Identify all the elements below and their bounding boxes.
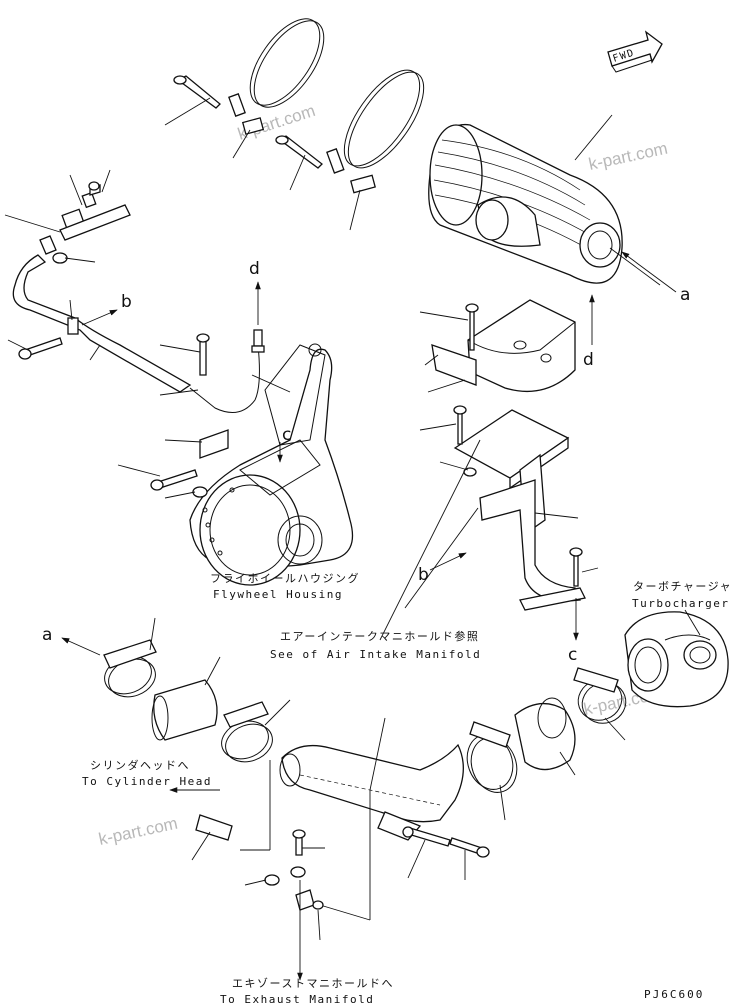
rubber-hose-2 — [514, 697, 576, 771]
flywheel-housing — [189, 343, 354, 586]
letter-b-left: b — [121, 292, 132, 312]
cylinder-label-en: To Cylinder Head — [82, 775, 212, 788]
vent-tube — [189, 344, 260, 413]
letter-b-right: b — [418, 565, 429, 585]
letter-c-left: c — [282, 425, 291, 445]
turbo-label-jp: ターボチャージャ — [633, 580, 732, 593]
sensor-bolt — [88, 181, 101, 196]
clamp-bolt-1 — [173, 75, 221, 109]
elbow-bolt-1 — [292, 829, 306, 856]
flywheel-label-en: Flywheel Housing — [213, 588, 343, 601]
letter-a-left: a — [42, 625, 52, 645]
elbow-bolt-2 — [402, 826, 451, 847]
intake-elbow — [279, 743, 464, 841]
fwd-arrow-icon: FWD — [607, 30, 663, 73]
elbow-fitting — [39, 235, 68, 264]
restriction-sensor — [59, 191, 131, 241]
tube-fitting-top — [251, 329, 265, 353]
cylinder-label-jp: シリンダヘッドへ — [90, 758, 190, 772]
air-cleaner — [428, 123, 623, 284]
pipe-clip — [67, 317, 79, 335]
bracket-bolt-1 — [465, 303, 479, 351]
intake-label-jp: エアーインテークマニホールド参照 — [280, 629, 479, 643]
hose-nipple-1 — [103, 639, 157, 669]
exhaust-label-jp: エキゾーストマニホールドへ — [232, 977, 394, 990]
hose-nipple-2 — [223, 701, 269, 728]
drawing-code: PJ6C600 — [644, 988, 704, 1001]
rubber-hose-1 — [151, 679, 218, 741]
letter-d-left: d — [249, 259, 260, 279]
band-clamp-lower — [326, 69, 425, 194]
letter-c-right: c — [568, 645, 577, 665]
housing-bolt — [196, 333, 210, 376]
elbow-bolt-3 — [449, 837, 490, 858]
elbow-nut — [312, 900, 324, 910]
intake-label-en: See of Air Intake Manifold — [270, 648, 481, 661]
turbo-label-en: Turbocharger — [632, 597, 729, 610]
watermark-4: k-part.com — [97, 814, 179, 849]
elbow-washer-1 — [290, 866, 306, 878]
bracket-bolt-3 — [569, 547, 583, 587]
letter-d-aircleaner: d — [583, 350, 594, 370]
hose-nipple-5 — [195, 814, 233, 841]
hose-nipple-3 — [469, 721, 511, 748]
elbow-clip — [295, 889, 315, 911]
vent-pipe — [12, 254, 192, 393]
tube-clip — [199, 429, 229, 459]
watermark-2: k-part.com — [587, 139, 669, 174]
cleaner-saddle-bracket — [431, 299, 576, 392]
clamp-bolt-2 — [275, 135, 323, 169]
elbow-washer-2 — [264, 874, 280, 886]
support-bracket — [479, 479, 586, 611]
turbocharger — [624, 611, 729, 708]
exhaust-label-en: To Exhaust Manifold — [220, 993, 374, 1006]
housing-bolt-2 — [150, 469, 198, 491]
hose-nipple-4 — [573, 667, 619, 693]
housing-washer — [192, 486, 208, 498]
flywheel-label-jp: フライホイールハウジング — [210, 571, 360, 585]
letter-a-aircleaner: a — [680, 285, 690, 305]
band-clamp-upper — [228, 18, 325, 135]
hose-clamp-2 — [221, 720, 273, 763]
bracket-bolt-2 — [453, 405, 467, 445]
